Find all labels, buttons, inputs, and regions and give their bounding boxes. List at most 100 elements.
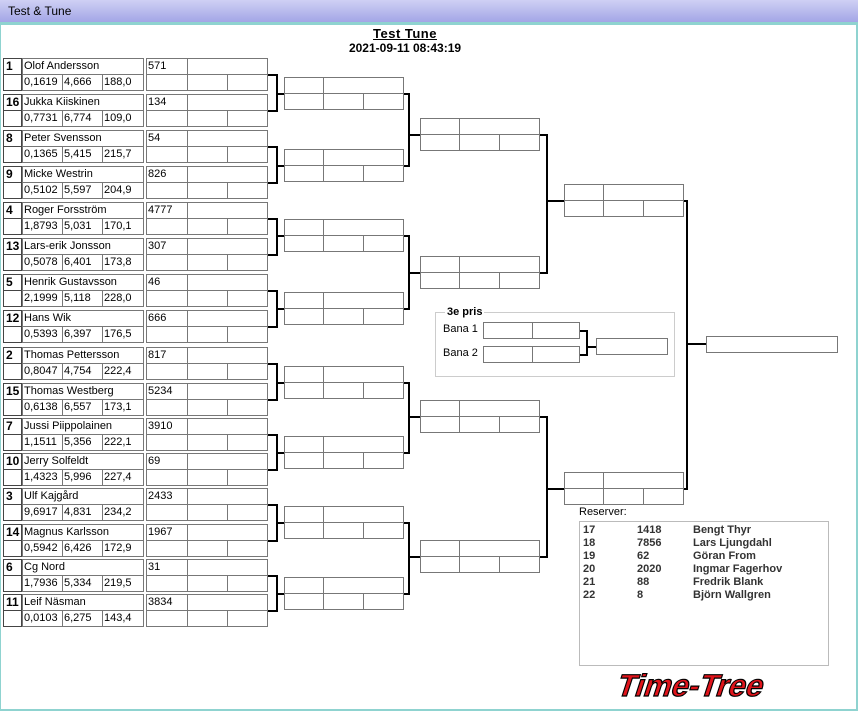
seed-spacer[interactable]	[3, 290, 22, 307]
speed[interactable]: 173,8	[102, 254, 144, 271]
seed-spacer[interactable]	[3, 610, 22, 627]
competitor-name[interactable]: Leif Näsman	[22, 594, 144, 611]
match-cell[interactable]	[323, 522, 364, 539]
match-cell[interactable]	[323, 149, 404, 166]
reaction-time[interactable]: 1,8793	[22, 218, 63, 235]
match-cell[interactable]	[284, 77, 324, 94]
match-cell[interactable]	[363, 452, 404, 469]
elapsed-time[interactable]: 6,774	[62, 110, 103, 127]
seed-spacer[interactable]	[3, 326, 22, 343]
reaction-time[interactable]: 0,5102	[22, 182, 63, 199]
result-cell[interactable]	[187, 524, 268, 541]
match-cell[interactable]	[603, 200, 644, 217]
reaction-time[interactable]: 0,5942	[22, 540, 63, 557]
result-cell[interactable]	[227, 504, 268, 521]
reaction-time[interactable]: 0,5078	[22, 254, 63, 271]
result-cell[interactable]	[227, 326, 268, 343]
competitor-id[interactable]: 69	[146, 453, 188, 470]
match-cell[interactable]	[284, 522, 324, 539]
speed[interactable]: 222,1	[102, 434, 144, 451]
match-cell[interactable]	[323, 308, 364, 325]
match-cell[interactable]	[323, 77, 404, 94]
result-cell[interactable]	[227, 540, 268, 557]
speed[interactable]: 109,0	[102, 110, 144, 127]
seed-number[interactable]: 1	[3, 58, 22, 75]
competitor-id[interactable]: 817	[146, 347, 188, 364]
result-cell[interactable]	[146, 182, 188, 199]
elapsed-time[interactable]: 4,666	[62, 74, 103, 91]
match-cell[interactable]	[363, 593, 404, 610]
seed-spacer[interactable]	[3, 146, 22, 163]
result-cell[interactable]	[227, 575, 268, 592]
seed-spacer[interactable]	[3, 540, 22, 557]
result-cell[interactable]	[187, 453, 268, 470]
competitor-name[interactable]: Ulf Kajgård	[22, 488, 144, 505]
match-cell[interactable]	[564, 200, 604, 217]
seed-spacer[interactable]	[3, 504, 22, 521]
seed-spacer[interactable]	[3, 110, 22, 127]
match-cell[interactable]	[323, 366, 404, 383]
lane2-cell[interactable]	[532, 346, 580, 363]
result-cell[interactable]	[187, 488, 268, 505]
competitor-id[interactable]: 2433	[146, 488, 188, 505]
seed-number[interactable]: 3	[3, 488, 22, 505]
reaction-time[interactable]: 0,0103	[22, 610, 63, 627]
competitor-id[interactable]: 4777	[146, 202, 188, 219]
result-cell[interactable]	[187, 347, 268, 364]
match-cell[interactable]	[284, 93, 324, 110]
competitor-name[interactable]: Micke Westrin	[22, 166, 144, 183]
competitor-name[interactable]: Roger Forsström	[22, 202, 144, 219]
match-cell[interactable]	[284, 436, 324, 453]
reaction-time[interactable]: 1,1511	[22, 434, 63, 451]
result-cell[interactable]	[227, 254, 268, 271]
match-cell[interactable]	[284, 506, 324, 523]
elapsed-time[interactable]: 5,356	[62, 434, 103, 451]
match-cell[interactable]	[284, 292, 324, 309]
match-cell[interactable]	[564, 472, 604, 489]
result-cell[interactable]	[146, 254, 188, 271]
competitor-name[interactable]: Thomas Pettersson	[22, 347, 144, 364]
seed-spacer[interactable]	[3, 182, 22, 199]
match-cell[interactable]	[284, 366, 324, 383]
competitor-name[interactable]: Jukka Kiiskinen	[22, 94, 144, 111]
reaction-time[interactable]: 2,1999	[22, 290, 63, 307]
result-cell[interactable]	[187, 166, 268, 183]
match-cell[interactable]	[363, 308, 404, 325]
match-cell[interactable]	[564, 488, 604, 505]
match-cell[interactable]	[459, 540, 540, 557]
match-cell[interactable]	[363, 235, 404, 252]
match-cell[interactable]	[499, 556, 540, 573]
elapsed-time[interactable]: 6,426	[62, 540, 103, 557]
seed-spacer[interactable]	[3, 363, 22, 380]
match-cell[interactable]	[499, 416, 540, 433]
match-cell[interactable]	[459, 416, 500, 433]
match-cell[interactable]	[284, 577, 324, 594]
match-cell[interactable]	[284, 235, 324, 252]
match-cell[interactable]	[420, 556, 460, 573]
match-cell[interactable]	[284, 219, 324, 236]
result-cell[interactable]	[187, 418, 268, 435]
speed[interactable]: 176,5	[102, 326, 144, 343]
reaction-time[interactable]: 0,8047	[22, 363, 63, 380]
seed-number[interactable]: 16	[3, 94, 22, 111]
seed-spacer[interactable]	[3, 434, 22, 451]
result-cell[interactable]	[146, 218, 188, 235]
seed-spacer[interactable]	[3, 74, 22, 91]
speed[interactable]: 219,5	[102, 575, 144, 592]
third-place-winner-cell[interactable]	[596, 338, 668, 355]
result-cell[interactable]	[146, 540, 188, 557]
result-cell[interactable]	[187, 434, 228, 451]
seed-spacer[interactable]	[3, 218, 22, 235]
speed[interactable]: 172,9	[102, 540, 144, 557]
result-cell[interactable]	[187, 540, 228, 557]
elapsed-time[interactable]: 5,118	[62, 290, 103, 307]
match-cell[interactable]	[323, 219, 404, 236]
result-cell[interactable]	[227, 434, 268, 451]
elapsed-time[interactable]: 5,031	[62, 218, 103, 235]
result-cell[interactable]	[146, 363, 188, 380]
match-cell[interactable]	[420, 134, 460, 151]
match-cell[interactable]	[284, 165, 324, 182]
reaction-time[interactable]: 0,6138	[22, 399, 63, 416]
match-cell[interactable]	[603, 184, 684, 201]
result-cell[interactable]	[187, 202, 268, 219]
